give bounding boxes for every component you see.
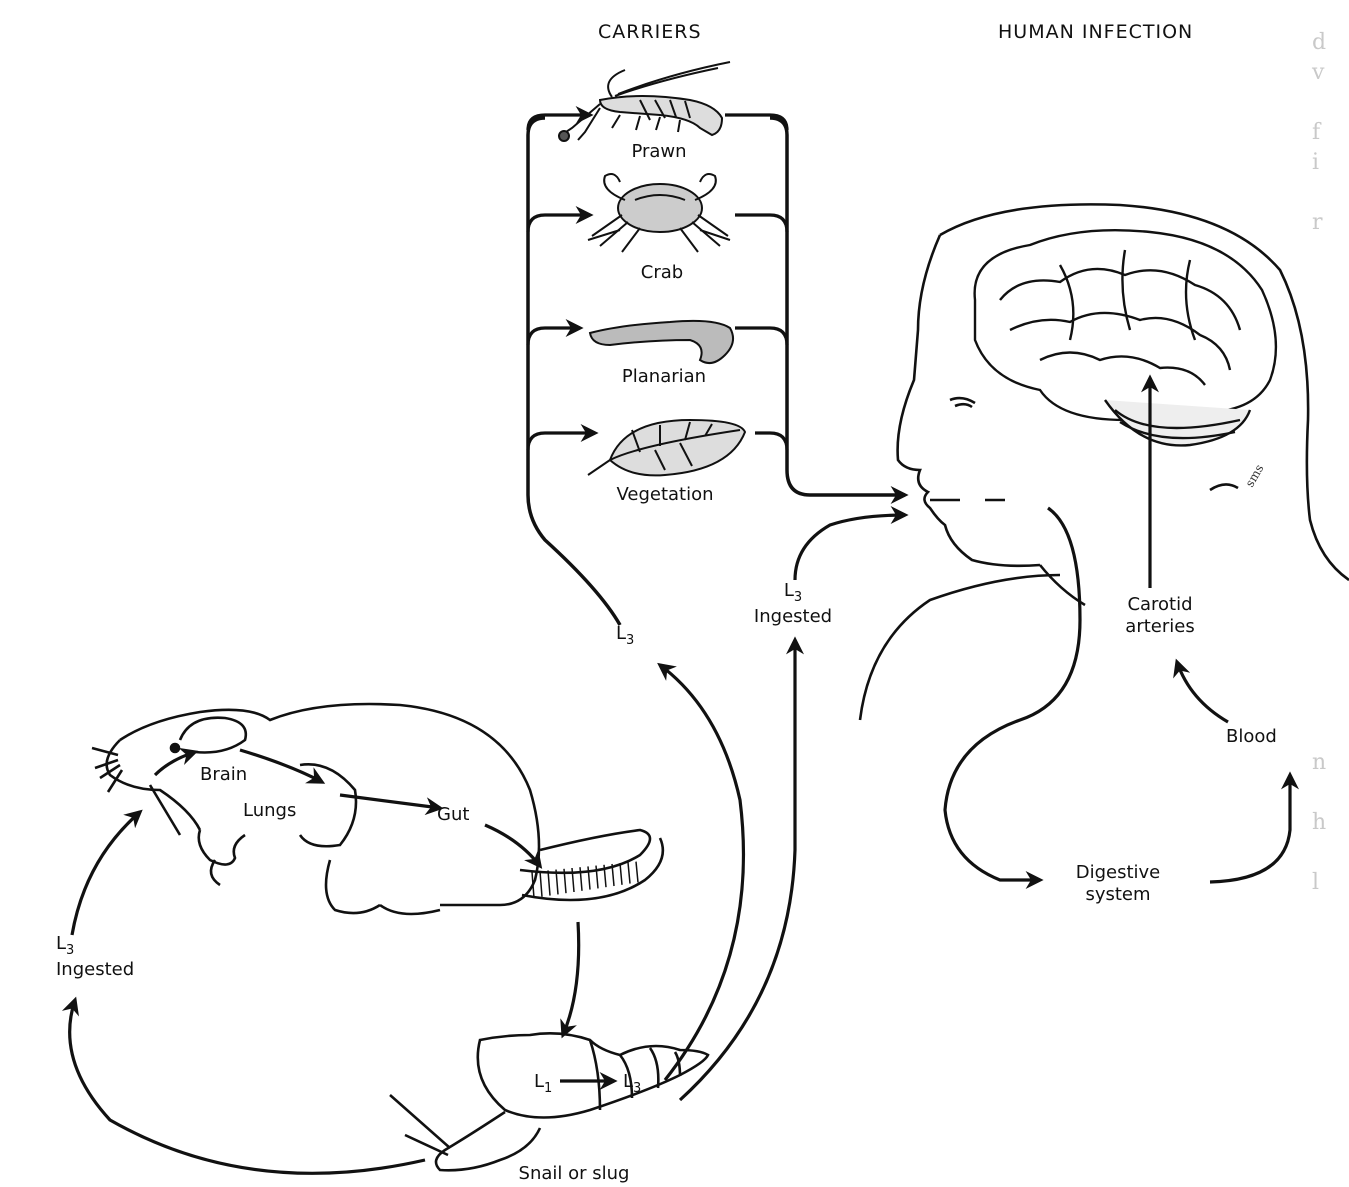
rat-l3-ingested-label: L3 Ingested	[56, 933, 134, 980]
tail-ring	[620, 863, 622, 885]
artist-signature: sms	[1242, 462, 1266, 490]
vegetation-icon	[588, 420, 745, 475]
vegetation-label: Vegetation	[616, 484, 713, 506]
tail-ring	[580, 867, 582, 891]
carrier-branches-in	[528, 115, 595, 450]
prawn-label: Prawn	[631, 141, 686, 163]
tail-ring	[636, 862, 638, 883]
rat-gut-label: Gut	[437, 804, 469, 826]
snail-icon	[390, 1033, 708, 1170]
planarian-label: Planarian	[622, 366, 706, 388]
crab-icon	[588, 174, 730, 252]
tail-ring	[588, 866, 590, 889]
carriers-header: CARRIERS	[598, 21, 702, 44]
prawn-icon	[559, 62, 730, 141]
rat-brain-label: Brain	[200, 764, 247, 786]
tail-ring	[540, 871, 542, 897]
human-l3-ingested-label: L3 Ingested	[754, 580, 832, 627]
crab-label: Crab	[641, 262, 683, 284]
tail-ring	[532, 872, 534, 898]
human-infection-header: HUMAN INFECTION	[998, 21, 1193, 44]
carriers-bracket	[528, 118, 905, 625]
digestive-system-label: Digestive system	[1076, 862, 1161, 905]
carotid-arteries-label: Carotid arteries	[1125, 594, 1194, 637]
planarian-icon	[590, 321, 733, 363]
carrier-branches-out	[725, 115, 787, 450]
blood-label: Blood	[1226, 726, 1277, 748]
snail-label: Snail or slug	[519, 1163, 630, 1185]
brain-icon	[975, 230, 1276, 445]
tail-ring	[548, 870, 550, 895]
snail-l1-label: L1	[534, 1071, 552, 1097]
rat-icon	[92, 704, 663, 914]
rat-lungs-label: Lungs	[243, 800, 296, 822]
tail-ring	[628, 862, 630, 883]
snail-l3-label: L3	[623, 1071, 641, 1097]
carriers-l3-label: L3	[616, 623, 634, 649]
